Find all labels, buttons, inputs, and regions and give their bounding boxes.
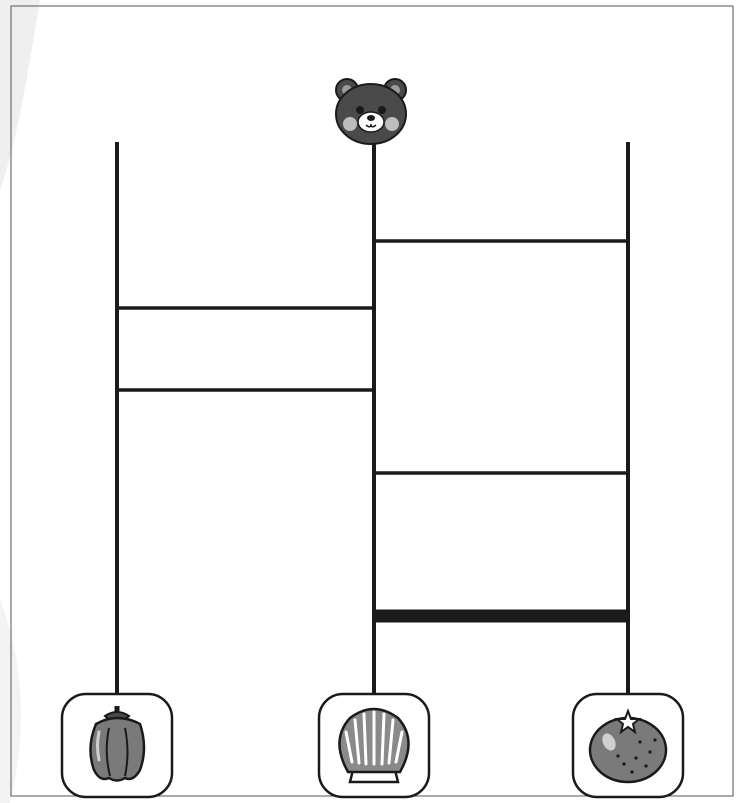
bear-face-icon	[336, 79, 406, 144]
endpoint-left	[62, 694, 172, 797]
scallop-shell-icon	[339, 709, 408, 782]
endpoint-right	[573, 694, 683, 797]
scan-shadow-bottom	[0, 600, 21, 803]
scan-shadow	[0, 0, 40, 190]
endpoint-center	[319, 694, 429, 797]
